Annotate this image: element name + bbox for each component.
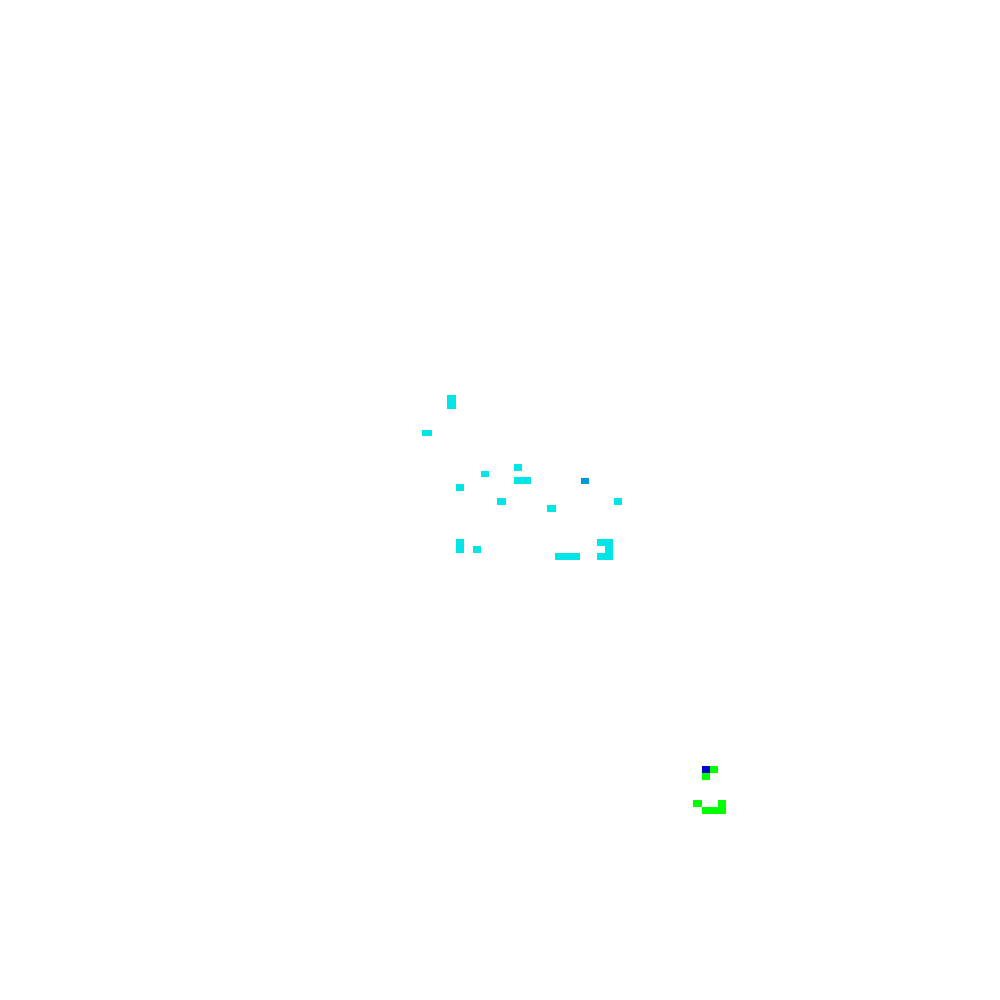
cyan-pixel <box>514 477 531 484</box>
green-pixel <box>693 800 702 807</box>
azure-pixel <box>581 478 589 484</box>
cyan-pixel <box>422 430 432 436</box>
cyan-pixel <box>447 395 456 409</box>
green-pixel <box>710 766 718 773</box>
green-pixel <box>702 807 726 814</box>
cyan-pixel <box>555 553 580 560</box>
cyan-pixel <box>614 498 622 505</box>
cyan-pixel <box>456 539 464 553</box>
cyan-pixel <box>597 539 613 546</box>
cyan-pixel <box>597 553 613 560</box>
cyan-pixel <box>497 498 506 505</box>
cyan-pixel <box>547 505 556 512</box>
green-pixel <box>702 773 710 780</box>
cyan-pixel <box>473 546 481 553</box>
cyan-pixel <box>456 484 464 491</box>
blue-pixel <box>702 766 710 773</box>
cyan-pixel <box>514 464 522 471</box>
cyan-pixel <box>481 471 489 477</box>
cyan-pixel <box>605 546 613 553</box>
green-pixel <box>718 800 726 807</box>
